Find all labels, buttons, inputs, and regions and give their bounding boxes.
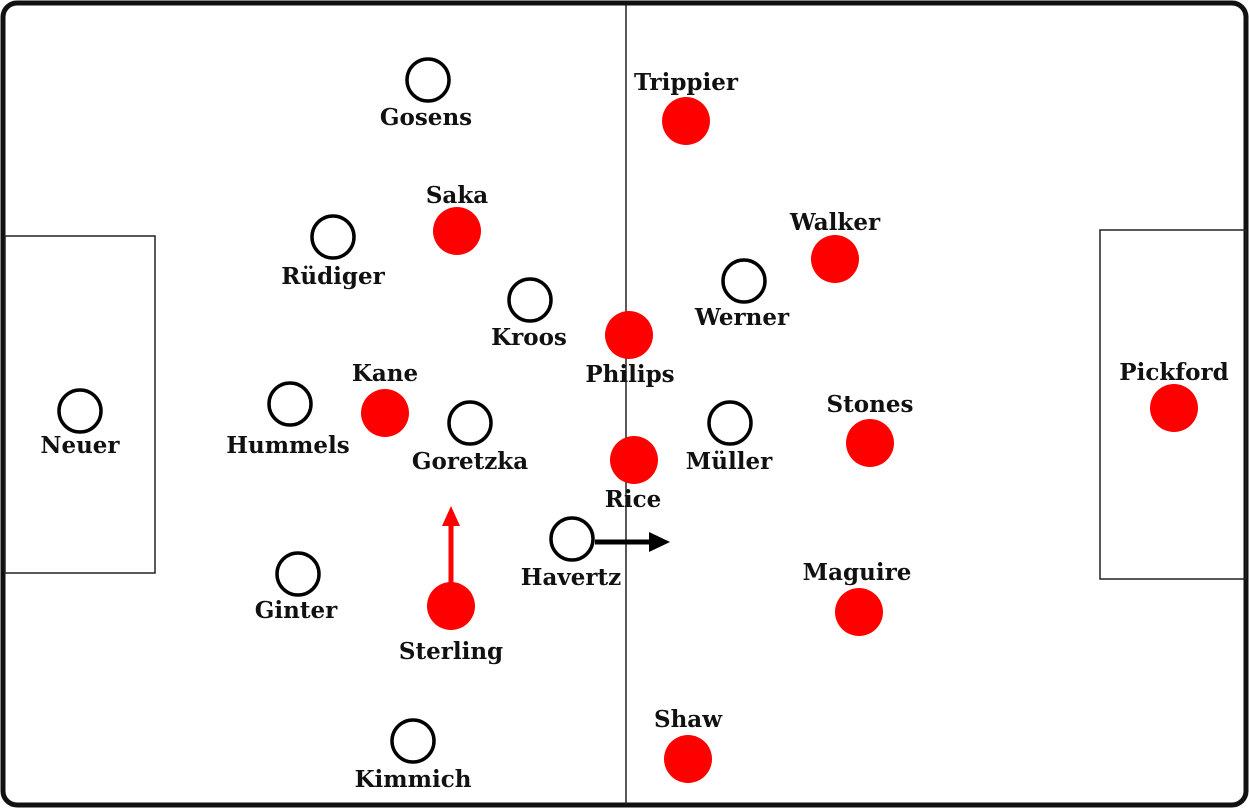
player-philips <box>605 311 653 359</box>
left-penalty-box <box>4 235 156 574</box>
player-maguire <box>835 588 883 636</box>
label-werner: Werner <box>694 304 790 331</box>
label-kimmich: Kimmich <box>355 766 472 793</box>
player-gosens <box>405 57 451 103</box>
player-kane <box>361 389 409 437</box>
player-sterling <box>427 582 475 630</box>
player-kimmich <box>390 718 436 764</box>
england-players: Trippier Saka Walker Philips Kane Stones… <box>352 69 1229 783</box>
label-walker: Walker <box>789 209 881 236</box>
player-kroos <box>507 277 553 323</box>
player-walker <box>811 235 859 283</box>
sterling-run-arrow <box>442 506 460 585</box>
label-shaw: Shaw <box>654 706 723 733</box>
label-rice: Rice <box>605 486 662 513</box>
label-ginter: Ginter <box>255 597 338 624</box>
label-havertz: Havertz <box>521 564 621 591</box>
label-gosens: Gosens <box>380 104 472 131</box>
havertz-run-arrow <box>595 532 670 552</box>
label-trippier: Trippier <box>634 69 739 96</box>
label-maguire: Maguire <box>803 559 912 586</box>
label-kane: Kane <box>352 360 418 387</box>
label-sterling: Sterling <box>399 638 503 665</box>
label-muller: Müller <box>686 448 773 475</box>
player-stones <box>846 419 894 467</box>
player-rudiger <box>310 214 356 260</box>
player-trippier <box>662 97 710 145</box>
right-penalty-box <box>1099 229 1247 580</box>
player-havertz <box>549 516 595 562</box>
germany-players: Gosens Rüdiger Kroos Hummels Goretzka Ne… <box>40 57 790 793</box>
player-ginter <box>275 551 321 597</box>
player-muller <box>707 400 753 446</box>
label-rudiger: Rüdiger <box>281 263 385 290</box>
label-saka: Saka <box>426 182 488 209</box>
label-pickford: Pickford <box>1119 359 1228 386</box>
player-werner <box>721 258 767 304</box>
label-kroos: Kroos <box>491 324 567 351</box>
label-hummels: Hummels <box>226 432 349 459</box>
label-philips: Philips <box>585 361 674 388</box>
player-goretzka <box>447 400 493 446</box>
player-saka <box>433 207 481 255</box>
player-pickford <box>1150 384 1198 432</box>
player-shaw <box>664 735 712 783</box>
label-goretzka: Goretzka <box>412 448 528 475</box>
label-neuer: Neuer <box>40 432 120 459</box>
player-rice <box>610 436 658 484</box>
label-stones: Stones <box>827 391 914 418</box>
player-hummels <box>267 381 313 427</box>
player-neuer <box>57 388 103 434</box>
